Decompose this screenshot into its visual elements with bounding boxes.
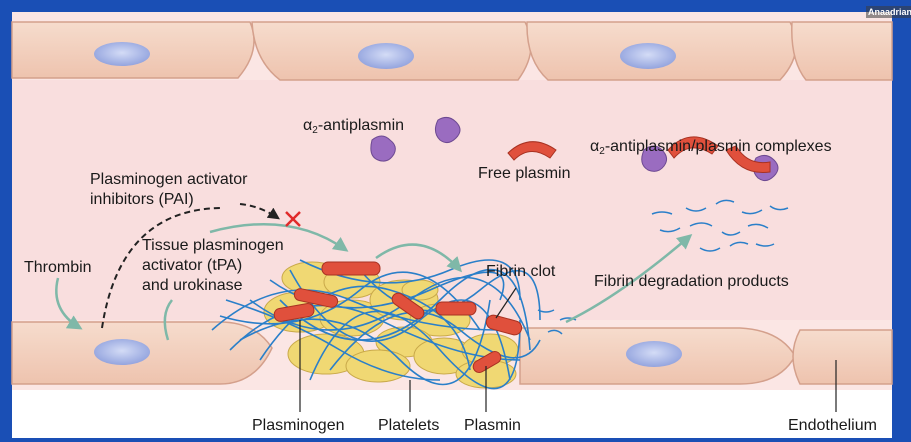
nucleus [94,42,150,66]
pai-dashed-arrow [101,207,221,329]
nucleus [620,43,676,69]
label-pai-line1: Plasminogen activator [90,171,248,188]
complex-plasmin-shapes [667,136,771,174]
label-tpa-line3: and urokinase [142,277,243,294]
inhibition-x-icon [285,211,301,227]
label-free-plasmin: Free plasmin [478,165,571,182]
label-pai-line2: inhibitors (PAI) [90,191,194,208]
label-fibrin-degradation-products: Fibrin degradation products [594,273,789,290]
tpa-release-arrow [163,299,174,341]
label-fibrin-clot: Fibrin clot [486,263,556,280]
tpa-to-plasminogen-arrow [209,222,349,252]
endothelial-cell [792,329,893,385]
plasminogen-to-plasmin-arrow [375,243,463,273]
thrombin-arrow [55,277,83,330]
watermark: Anaadrian [866,6,911,18]
plasmin-molecules [273,261,523,373]
label-plasminogen: Plasminogen [252,417,345,434]
endothelial-cell [791,21,893,81]
arrows [55,203,693,341]
label-tpa-line2: activator (tPA) [142,257,243,274]
label-a2-antiplasmin: α2-antiplasmin [303,117,405,136]
free-plasmin-shape [507,141,557,161]
nucleus [94,339,150,365]
nucleus [626,341,682,367]
degradation-fragments [537,199,789,335]
label-endothelium: Endothelium [788,417,877,434]
label-tpa-line1: Tissue plasminogen [142,237,284,254]
bottom-endothelium [11,321,893,385]
pai-inhibit-arrow [239,203,280,220]
top-endothelium [11,21,893,81]
leader-lines [299,287,837,412]
label-plasmin: Plasmin [464,417,521,434]
label-thrombin: Thrombin [24,259,92,276]
degradation-arrow [565,234,693,324]
label-complexes: α2-antiplasmin/plasmin complexes [590,138,832,157]
nucleus [358,43,414,69]
label-platelets: Platelets [378,417,440,434]
